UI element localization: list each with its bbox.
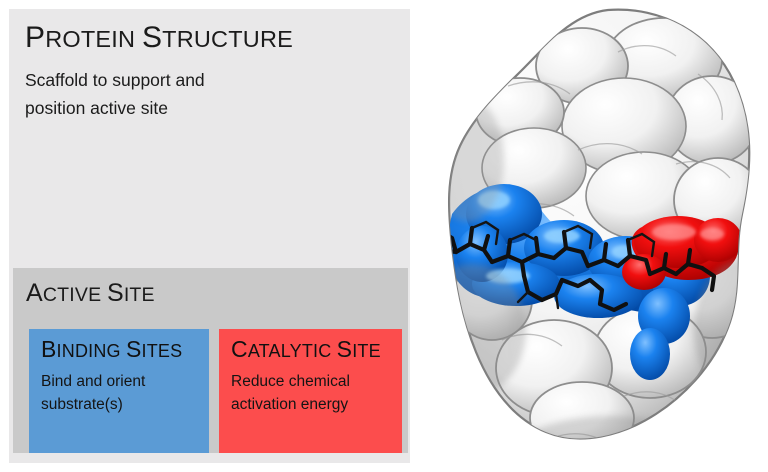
protein-surface-svg bbox=[412, 0, 768, 472]
red-specular bbox=[652, 224, 724, 240]
catalytic-title-second-cap: S bbox=[336, 336, 353, 362]
binding-title-second-cap: S bbox=[125, 336, 142, 362]
protein-structure-body: Scaffold to support and position active … bbox=[25, 66, 410, 122]
binding-sites-box: BINDING SITES Bind and orient substrate(… bbox=[29, 329, 209, 453]
active-title-rest: CTIVE bbox=[42, 284, 102, 306]
protein-structure-body-line-1: Scaffold to support and bbox=[25, 70, 205, 90]
protein-structure-block: PROTEIN STRUCTURE Scaffold to support an… bbox=[9, 9, 410, 268]
catalytic-site-body-line-2: activation energy bbox=[231, 396, 349, 413]
title-space bbox=[135, 26, 142, 52]
catalytic-site-patch bbox=[622, 216, 742, 290]
binding-title-rest: INDING bbox=[56, 341, 121, 361]
binding-sites-body-line-2: substrate(s) bbox=[41, 396, 123, 413]
active-title-rest-2: ITE bbox=[123, 284, 155, 306]
protein-structure-title: PROTEIN STRUCTURE bbox=[25, 23, 410, 53]
binding-sites-body: Bind and orient substrate(s) bbox=[41, 370, 209, 416]
catalytic-title-initial-cap: C bbox=[231, 336, 248, 362]
title-second-cap: S bbox=[141, 21, 163, 54]
title-initial-cap: P bbox=[25, 21, 46, 54]
protein-surface-render bbox=[412, 0, 768, 472]
binding-sites-body-line-1: Bind and orient bbox=[41, 373, 146, 390]
catalytic-site-box: CATALYTIC SITE Reduce chemical activatio… bbox=[219, 329, 402, 453]
binding-title-rest-2: ITES bbox=[141, 341, 183, 361]
title-smallcaps-rest: ROTEIN bbox=[45, 26, 136, 52]
active-title-initial-cap: A bbox=[26, 279, 43, 307]
catalytic-site-body: Reduce chemical activation energy bbox=[231, 370, 402, 416]
ligand-stick-model bbox=[449, 225, 717, 313]
protein-structure-panel: PROTEIN STRUCTURE Scaffold to support an… bbox=[9, 9, 410, 463]
catalytic-site-body-line-1: Reduce chemical bbox=[231, 373, 350, 390]
active-title-second-cap: S bbox=[106, 279, 124, 307]
active-site-panel: ACTIVE SITE BINDING SITES Bind and orien… bbox=[13, 268, 408, 453]
ligand-ring-detail bbox=[470, 220, 656, 310]
catalytic-site-title: CATALYTIC SITE bbox=[231, 338, 402, 362]
title-smallcaps-rest-2: TRUCTURE bbox=[162, 26, 293, 52]
binding-sites-title: BINDING SITES bbox=[41, 338, 209, 362]
active-site-title: ACTIVE SITE bbox=[26, 281, 155, 306]
catalytic-title-rest: ATALYTIC bbox=[247, 341, 332, 361]
protein-structure-body-line-2: position active site bbox=[25, 98, 168, 118]
binding-title-initial-cap: B bbox=[41, 336, 57, 362]
catalytic-title-rest-2: ITE bbox=[352, 341, 381, 361]
